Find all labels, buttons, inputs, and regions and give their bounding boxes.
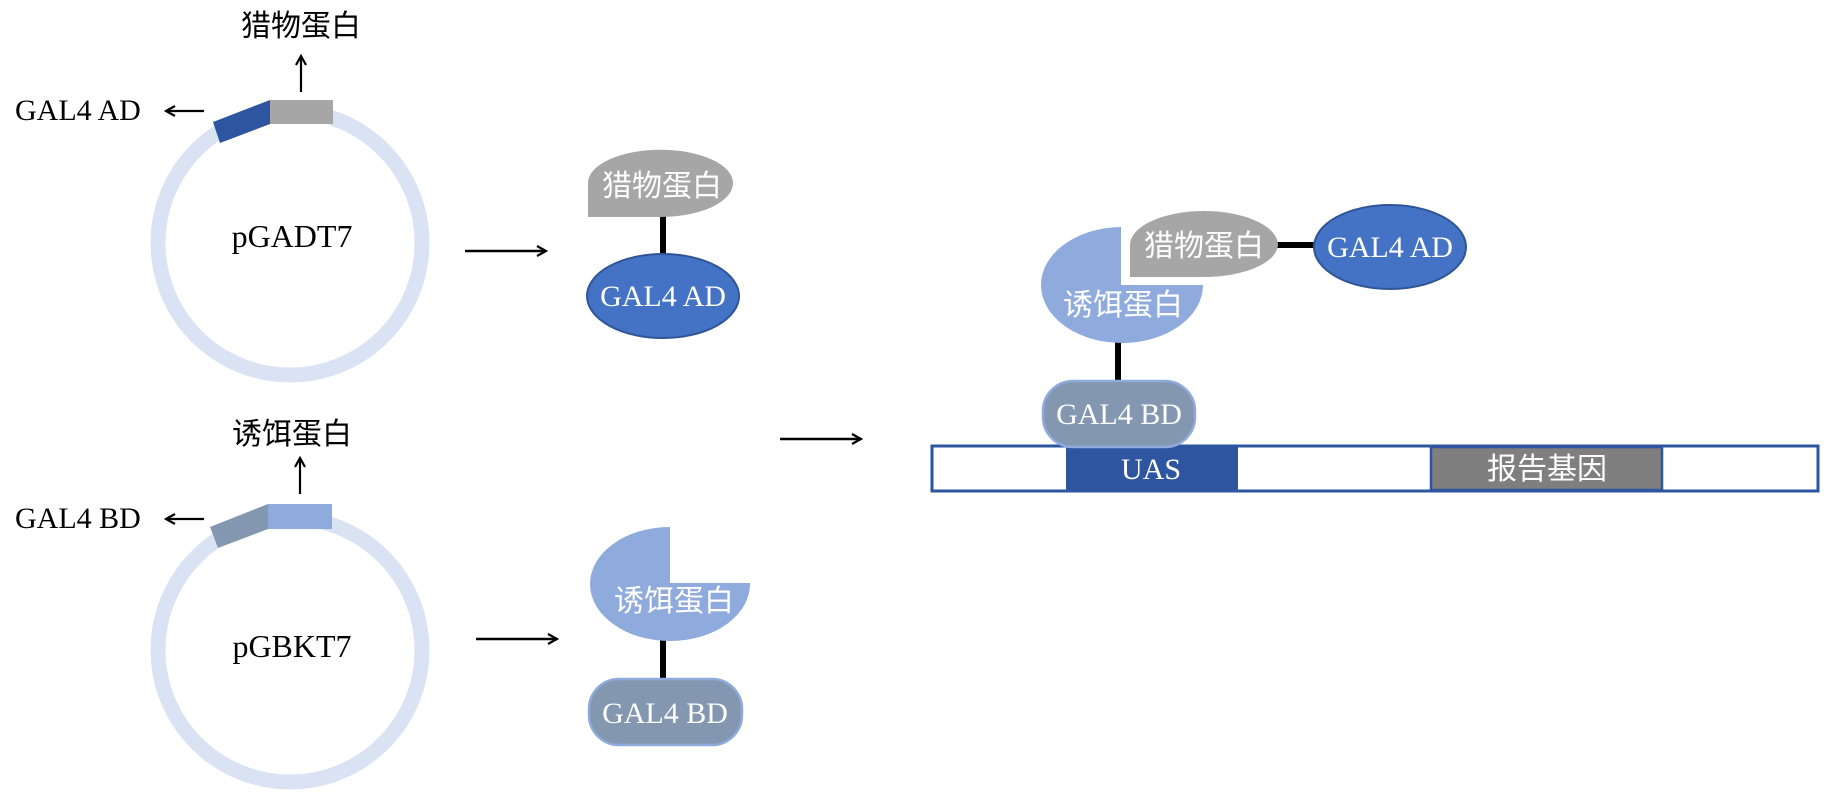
gal4-bd-protein <box>587 677 744 747</box>
reporter-gene <box>1429 445 1664 492</box>
interaction-complex: 诱饵蛋白 猎物蛋白 GAL4 AD GAL4 BD <box>1041 204 1467 449</box>
prey-insert-segment <box>270 100 333 124</box>
gal4-ad-label: GAL4 AD <box>15 94 141 127</box>
prey-insert-label: 猎物蛋白 <box>241 10 361 43</box>
bait-protein-label: 诱饵蛋白 <box>1063 289 1183 322</box>
dna-strand <box>930 444 1820 493</box>
bait-insert-label: 诱饵蛋白 <box>232 418 352 451</box>
reporter-gene-label: 报告基因 <box>1487 453 1607 486</box>
gal4-ad-protein <box>1313 204 1467 290</box>
plasmid-pgadt7: 猎物蛋白 GAL4 AD pGADT7 <box>15 10 430 383</box>
gal4-ad-segment <box>213 100 270 143</box>
bait-protein-shape <box>590 527 751 641</box>
bait-fusion-protein: 诱饵蛋白 GAL4 BD <box>587 527 751 747</box>
uas-label: UAS <box>1121 453 1181 486</box>
bait-protein-shape <box>1041 227 1203 343</box>
gal4-ad-protein-label: GAL4 AD <box>1327 231 1453 264</box>
prey-protein-label: 猎物蛋白 <box>602 170 722 203</box>
bait-insert-segment <box>268 504 332 529</box>
gal4-ad-protein <box>586 253 740 339</box>
prey-protein-shape <box>1130 211 1278 277</box>
plasmid-pgbkt7: 诱饵蛋白 GAL4 BD pGBKT7 <box>15 418 430 790</box>
prey-protein-label: 猎物蛋白 <box>1144 230 1264 263</box>
prey-protein-shape <box>588 149 733 218</box>
plasmid-name: pGADT7 <box>232 218 353 254</box>
gal4-bd-label: GAL4 BD <box>15 502 141 535</box>
plasmid-name: pGBKT7 <box>232 628 351 664</box>
uas-element <box>1066 446 1238 491</box>
reporter-dna: UAS 报告基因 <box>930 444 1820 493</box>
gal4-bd-protein <box>1041 379 1197 449</box>
prey-fusion-protein: 猎物蛋白 GAL4 AD <box>586 149 740 339</box>
gal4-ad-protein-label: GAL4 AD <box>600 280 726 313</box>
gal4-bd-protein-label: GAL4 BD <box>602 697 728 730</box>
gal4-bd-protein-label: GAL4 BD <box>1056 398 1182 431</box>
bait-protein-label: 诱饵蛋白 <box>614 585 734 618</box>
gal4-bd-segment <box>210 504 268 548</box>
